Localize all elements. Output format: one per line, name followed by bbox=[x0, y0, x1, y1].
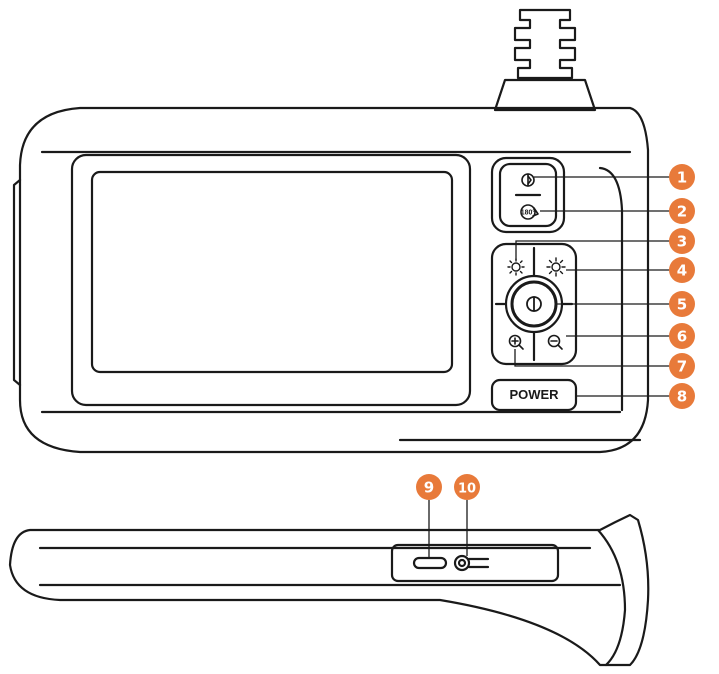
side-view bbox=[8, 513, 650, 667]
cable-strain-relief bbox=[493, 8, 597, 112]
callout-5-label: 5 bbox=[677, 296, 687, 314]
callout-6-label: 6 bbox=[677, 328, 687, 346]
zoom-out-button[interactable] bbox=[547, 334, 563, 350]
callout-3: 3 bbox=[669, 228, 695, 254]
side-body bbox=[8, 513, 650, 667]
port-cover[interactable] bbox=[390, 543, 560, 583]
callout-2: 2 bbox=[669, 198, 695, 224]
callout-3-label: 3 bbox=[677, 233, 687, 251]
snapshot-icon bbox=[521, 173, 535, 187]
leader-7 bbox=[514, 349, 682, 367]
front-view bbox=[12, 8, 650, 454]
screen-bezel bbox=[70, 153, 472, 407]
callout-4-label: 4 bbox=[677, 262, 687, 280]
side-grip-curve bbox=[596, 528, 627, 667]
brightness-up-button[interactable] bbox=[546, 257, 566, 277]
leader-3 bbox=[515, 240, 682, 260]
zoom-in-icon bbox=[508, 334, 524, 350]
callout-8: 8 bbox=[669, 383, 695, 409]
body-grip-right bbox=[598, 166, 624, 412]
callout-1: 1 bbox=[669, 164, 695, 190]
rotate-180-icon bbox=[520, 204, 539, 220]
leader-lines bbox=[428, 176, 682, 557]
usb-c-port-icon bbox=[412, 556, 448, 570]
headphone-jack-icon bbox=[453, 554, 490, 572]
callout-8-label: 8 bbox=[677, 388, 687, 406]
zoom-out-icon bbox=[547, 334, 563, 350]
zoom-in-button[interactable] bbox=[508, 334, 524, 350]
callout-5: 5 bbox=[669, 291, 695, 317]
power-button-label: POWER bbox=[509, 387, 559, 402]
callout-10-label: 10 bbox=[458, 482, 476, 497]
callout-1-label: 1 bbox=[677, 169, 687, 187]
callout-9-label: 9 bbox=[424, 479, 434, 497]
brightness-down-button[interactable] bbox=[507, 258, 525, 276]
callout-4: 4 bbox=[669, 257, 695, 283]
rotate-button-label: 180° bbox=[521, 209, 536, 217]
power-button[interactable] bbox=[490, 378, 578, 412]
callout-9: 9 bbox=[416, 474, 442, 500]
callout-7: 7 bbox=[669, 353, 695, 379]
top-button-frame bbox=[490, 156, 566, 234]
callout-badges: 1 2 3 4 5 6 7 8 bbox=[416, 164, 695, 500]
usb-c-port[interactable] bbox=[412, 556, 448, 570]
brightness-up-icon bbox=[546, 257, 566, 277]
snapshot-rotate-button[interactable] bbox=[498, 162, 558, 228]
brightness-down-icon bbox=[507, 258, 525, 276]
callout-7-label: 7 bbox=[677, 358, 687, 376]
screen-display bbox=[90, 170, 454, 374]
body-side-left bbox=[12, 178, 22, 387]
callout-6: 6 bbox=[669, 323, 695, 349]
callout-2-label: 2 bbox=[677, 203, 687, 221]
capture-icon bbox=[526, 296, 542, 312]
headphone-jack[interactable] bbox=[453, 554, 490, 572]
callout-10: 10 bbox=[454, 474, 480, 500]
device-body bbox=[18, 106, 650, 454]
